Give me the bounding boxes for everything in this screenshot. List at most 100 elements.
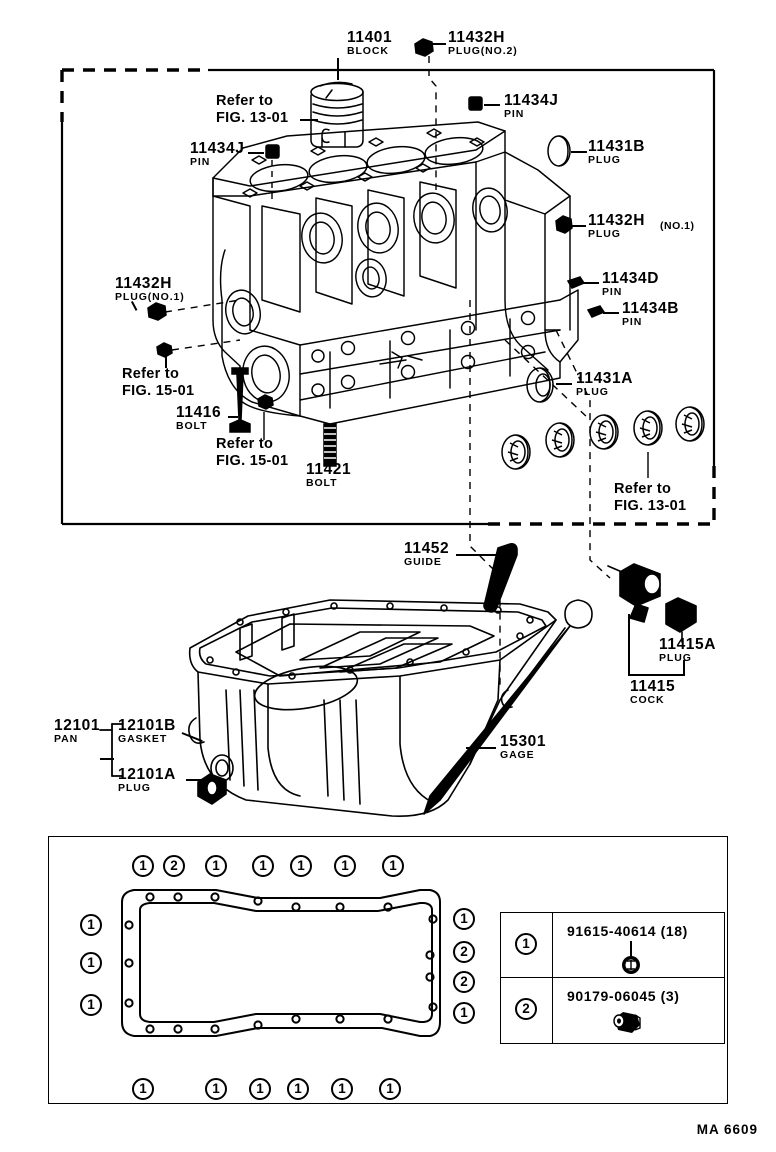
leader-11434B (603, 312, 619, 314)
refer-note-13-01-bottom: Refer to FIG. 13-01 (614, 481, 687, 514)
block-frame-border (60, 68, 716, 526)
bearing-set-part (501, 406, 705, 478)
callout-11432H-no1-right: 11432H PLUG (588, 212, 646, 240)
gasket-marker-bottom-0: 1 (132, 1078, 154, 1100)
callout-11434J-left: 11434J PIN (190, 140, 245, 168)
leader-11415A-v (683, 660, 685, 676)
gasket-marker-top-5: 1 (334, 855, 356, 877)
callout-11421: 11421 BOLT (306, 461, 352, 489)
legend-table: 1 91615-40614 (18) 2 90179-06045 (3) (500, 912, 725, 1044)
legend-key-2: 2 (515, 998, 537, 1020)
gasket-marker-top-3: 1 (252, 855, 274, 877)
leader-11431A (556, 383, 572, 385)
gasket-marker-right-0: 1 (453, 908, 475, 930)
callout-12101A: 12101A PLUG (118, 766, 176, 794)
leader-15301 (466, 747, 496, 749)
callout-11434J-right: 11434J PIN (504, 92, 559, 120)
gasket-marker-bottom-2: 1 (249, 1078, 271, 1100)
legend-part-number-1: 91615-40614 (18) (567, 923, 688, 939)
gasket-map-frame (48, 836, 728, 1104)
leader-11415-v (628, 614, 630, 676)
plug-11432H-no1-right-part (555, 215, 573, 234)
oil-pan-drawing (188, 599, 557, 817)
callout-12101B: 12101B GASKET (118, 717, 176, 745)
callout-15301: 15301 GAGE (500, 733, 547, 761)
gasket-marker-bottom-5: 1 (379, 1078, 401, 1100)
gasket-marker-top-2: 1 (205, 855, 227, 877)
legend-key-1-cell: 1 (501, 913, 553, 977)
callout-12101: 12101 PAN (54, 717, 101, 745)
callout-11416: 11416 BOLT (176, 404, 222, 432)
legend-row-2: 2 90179-06045 (3) (501, 978, 724, 1043)
gasket-marker-bottom-4: 1 (331, 1078, 353, 1100)
leader-11416 (228, 416, 238, 418)
leader-11415-h (628, 674, 684, 676)
plug-11432H-no1-left-part (147, 302, 167, 321)
callout-11415A: 11415A PLUG (659, 636, 717, 664)
leader-11432H-no2 (430, 43, 446, 45)
footer-code: MA 6609 (696, 1122, 758, 1137)
leader-11432H-no1-right (572, 225, 586, 227)
refer-note-15-01-left: Refer to FIG. 15-01 (122, 366, 195, 399)
plug-11415A-part (665, 597, 697, 643)
gasket-marker-bottom-1: 1 (205, 1078, 227, 1100)
callout-11401: 11401 BLOCK (347, 29, 393, 57)
bolt-11421-part (323, 423, 337, 467)
gasket-marker-left-1: 1 (80, 952, 102, 974)
leader-refer-15-01-left (165, 356, 167, 368)
legend-part-number-2: 90179-06045 (3) (567, 988, 680, 1004)
leader-11431B (571, 151, 587, 153)
callout-11434B: 11434B PIN (622, 300, 680, 328)
callout-11415: 11415 COCK (630, 678, 676, 706)
gasket-marker-top-6: 1 (382, 855, 404, 877)
cock-11415-part (607, 563, 661, 623)
nut-icon (613, 1012, 641, 1033)
callout-11432H-no1-left: 11432H PLUG(NO.1) (115, 275, 185, 303)
gasket-marker-left-2: 1 (80, 994, 102, 1016)
callout-11432H-no2: 11432H PLUG(NO.2) (448, 29, 518, 57)
block-assembly-frame (58, 66, 718, 528)
callout-11434D: 11434D PIN (602, 270, 660, 298)
plug-12101A-part (197, 754, 234, 805)
callout-11431A: 11431A PLUG (576, 370, 634, 398)
plug-small-left-part (156, 342, 173, 358)
gage-15301-part (423, 599, 593, 815)
gasket-marker-left-0: 1 (80, 914, 102, 936)
bolt-11416-part (229, 367, 251, 433)
gasket-marker-right-2: 2 (453, 971, 475, 993)
leader-12101A (186, 779, 204, 781)
leader-11434J-left (248, 152, 264, 154)
gasket-marker-top-0: 1 (132, 855, 154, 877)
leader-11434J-right (484, 104, 500, 106)
leader-12101-pan (100, 758, 114, 760)
callout-11431B: 11431B PLUG (588, 138, 646, 166)
leader-11434D (583, 282, 599, 284)
legend-key-1: 1 (515, 933, 537, 955)
pin-11434J-right-part (468, 96, 483, 111)
plug-11432H-no2-part (414, 38, 434, 57)
gasket-marker-top-4: 1 (290, 855, 312, 877)
callout-11452: 11452 GUIDE (404, 540, 450, 568)
gasket-marker-bottom-3: 1 (287, 1078, 309, 1100)
leader-refer-13-01-top (300, 119, 318, 121)
pin-11434J-left-part (265, 144, 280, 159)
refer-note-15-01-mid: Refer to FIG. 15-01 (216, 436, 289, 469)
gasket-marker-right-1: 2 (453, 941, 475, 963)
bolt-icon (622, 941, 640, 974)
washer-mid-part (257, 394, 274, 410)
callout-11432H-no1-right-suffix: (NO.1) (660, 220, 695, 232)
plug-11431B-part (547, 135, 571, 167)
gasket-marker-top-1: 2 (163, 855, 185, 877)
legend-row-1: 1 91615-40614 (18) (501, 913, 724, 978)
leader-11452 (456, 554, 496, 556)
piston-drawing (310, 81, 364, 148)
plug-11431A-part (526, 367, 554, 403)
refer-note-13-01-top: Refer to FIG. 13-01 (216, 93, 289, 126)
leader-11401 (337, 58, 339, 80)
gasket-marker-right-3: 1 (453, 1002, 475, 1024)
cylinder-block-drawing (212, 121, 579, 425)
